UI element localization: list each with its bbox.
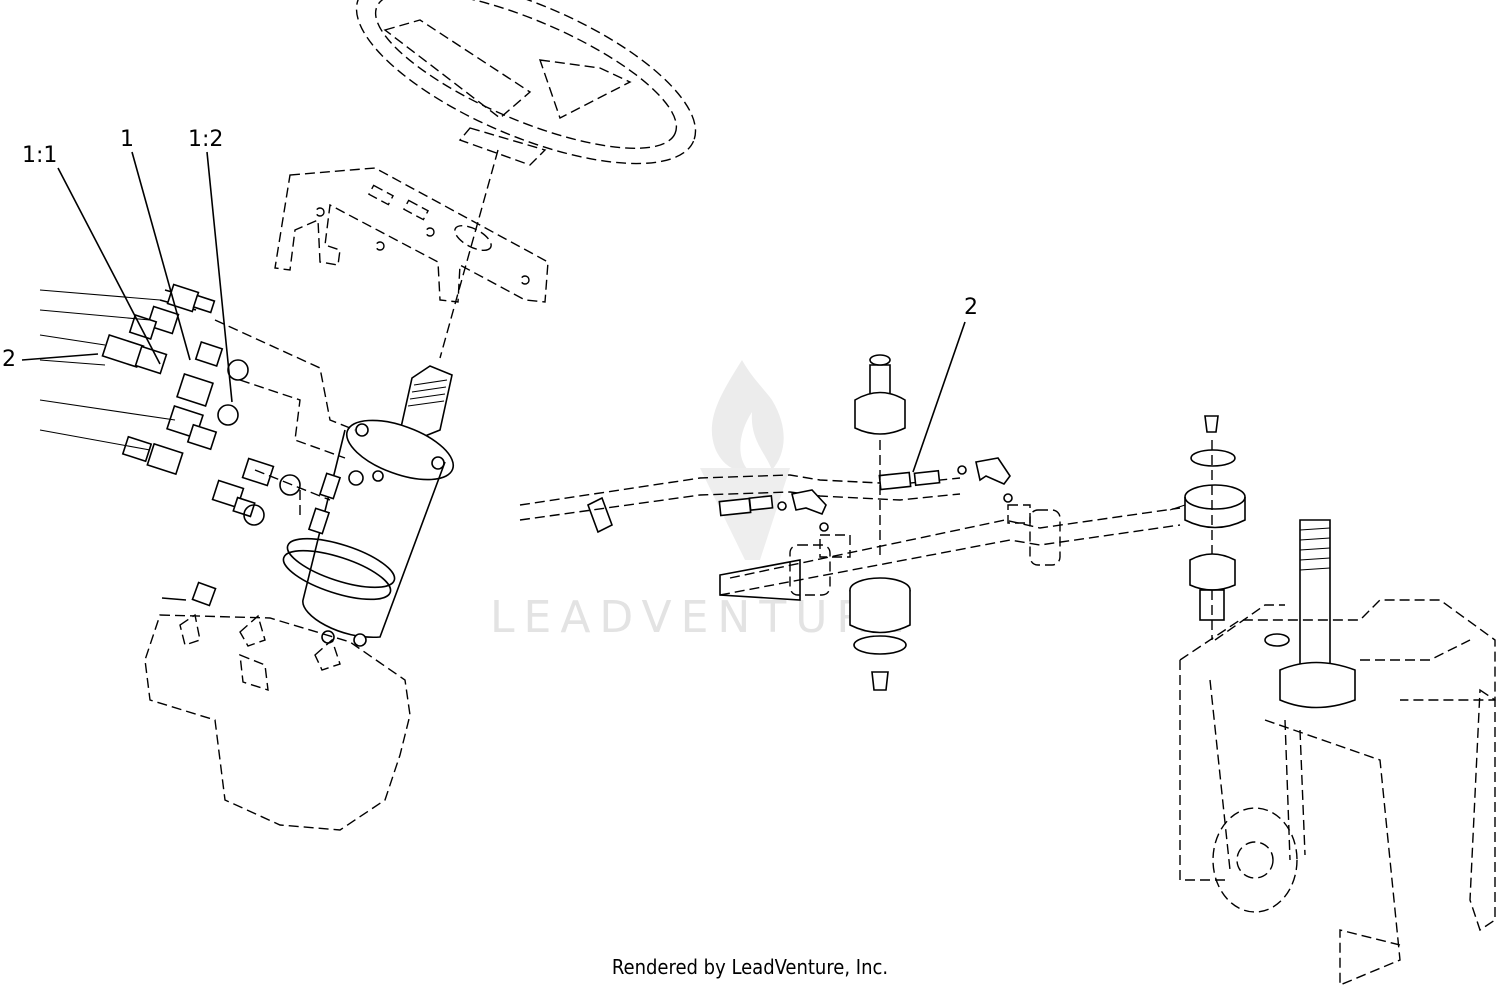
lower-mount xyxy=(144,581,411,831)
footer-credit: Rendered by LeadVenture, Inc. xyxy=(611,955,889,979)
steering-wheel xyxy=(355,0,697,359)
callout-2-left: 2 xyxy=(2,347,16,372)
callout-leaders xyxy=(21,151,966,473)
left-fittings xyxy=(39,283,356,526)
watermark: LEADVENTURE xyxy=(490,360,913,643)
callout-2-right: 2 xyxy=(964,295,978,320)
steering-valve xyxy=(282,365,455,647)
callout-1: 1 xyxy=(120,127,134,152)
callout-1-2: 1:2 xyxy=(188,127,223,152)
watermark-text: LEADVENTURE xyxy=(490,592,913,643)
callout-1-1: 1:1 xyxy=(22,143,57,168)
spindle-knuckle xyxy=(1179,519,1496,987)
mount-bracket xyxy=(274,167,549,303)
tie-rod-assembly xyxy=(519,354,1246,691)
